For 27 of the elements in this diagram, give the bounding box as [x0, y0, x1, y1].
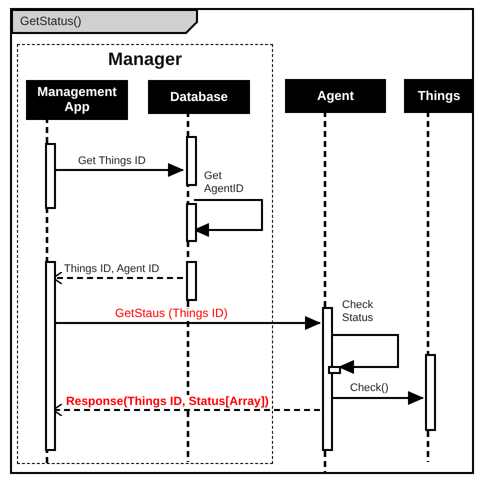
self-message-arrow — [193, 199, 263, 237]
message-label: Things ID, Agent ID — [64, 263, 160, 276]
activation-bar — [45, 261, 56, 451]
message-label: Response(Things ID, Status[Array]) — [66, 395, 269, 409]
activation-bar — [322, 307, 333, 451]
activation-bar — [186, 136, 197, 186]
message-label: Get AgentID — [204, 170, 245, 196]
participant-box: Agent — [285, 79, 386, 113]
message-label: Get Things ID — [78, 155, 146, 168]
message-label: Check Status — [342, 299, 374, 324]
message-label: GetStaus (Things ID) — [115, 307, 228, 321]
activation-bar — [45, 143, 56, 209]
message-arrow — [53, 316, 321, 330]
self-message-arrow — [331, 334, 399, 374]
participant-box: Things — [404, 79, 474, 113]
participant-box: Management App — [26, 80, 128, 120]
participant-box: Database — [148, 80, 250, 114]
message-arrow — [53, 163, 184, 177]
activation-bar — [186, 203, 197, 242]
group-title: Manager — [106, 49, 184, 70]
frame-title: GetStatus() — [20, 14, 82, 28]
activation-bar — [328, 366, 341, 374]
message-arrow — [331, 391, 424, 405]
frame-box — [10, 8, 474, 474]
activation-bar — [186, 261, 197, 301]
activation-bar — [425, 354, 436, 431]
message-label: Check() — [350, 382, 389, 395]
